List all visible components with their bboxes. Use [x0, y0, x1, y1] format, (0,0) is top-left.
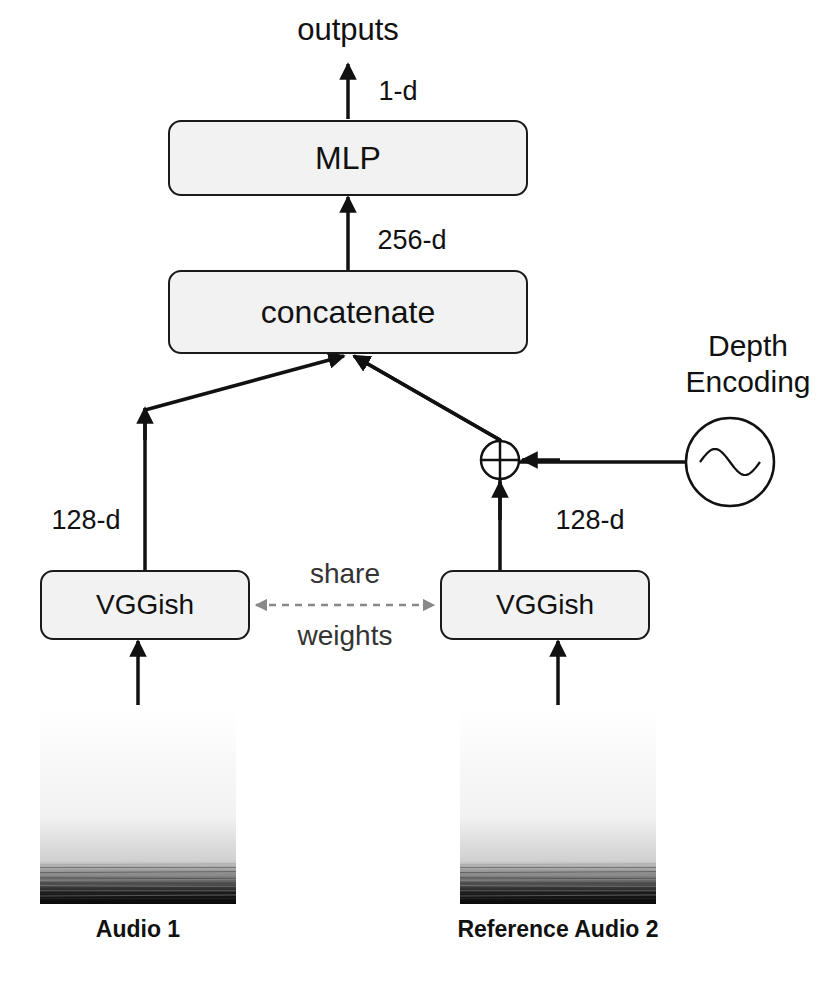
node-text: MLP	[315, 140, 381, 177]
encoding-circle-outline	[686, 418, 774, 506]
spectrogram: Audio 1	[40, 708, 236, 978]
bend-arrow	[143, 408, 147, 440]
sum-symbol	[481, 441, 519, 479]
spectrogram-ground	[460, 708, 656, 904]
spectrogram-texture	[40, 895, 236, 896]
arrow-connector	[354, 356, 686, 462]
spectrogram-texture	[460, 875, 656, 876]
spectrogram-image	[460, 708, 656, 904]
arrow-connector	[136, 641, 140, 705]
process-box: MLP	[168, 120, 528, 196]
spectrogram-texture	[460, 887, 656, 888]
input-caption: Reference Audio 2	[450, 914, 666, 944]
spectrogram-texture	[40, 872, 236, 873]
encoding-circle: Depth Encoding	[672, 328, 824, 512]
spectrogram-texture	[40, 878, 236, 879]
spectrogram-texture	[40, 864, 236, 865]
spectrogram-texture	[460, 867, 656, 868]
spectrogram-texture	[460, 893, 656, 894]
spectrogram-texture	[40, 886, 236, 887]
spectrogram-texture	[40, 875, 236, 876]
spectrogram-texture	[40, 883, 236, 884]
encoder-box: VGGish	[440, 570, 650, 640]
spectrogram-texture	[40, 867, 236, 868]
spectrogram-texture	[40, 879, 236, 880]
spectrogram-texture	[460, 898, 656, 899]
node-text: Depth Encoding	[672, 328, 824, 400]
encoding-symbol	[683, 415, 777, 509]
dimension-label: 256-d	[377, 225, 446, 256]
spectrogram-texture	[460, 895, 656, 896]
sum-symbol	[499, 441, 502, 479]
spectrogram-texture	[460, 886, 656, 887]
spectrogram-texture	[40, 898, 236, 899]
dimension-label: 128-d	[51, 505, 120, 536]
spectrogram-texture	[460, 890, 656, 891]
spectrogram-image	[40, 708, 236, 904]
spectrogram-texture	[40, 890, 236, 891]
node-text: concatenate	[261, 294, 435, 331]
spectrogram-texture	[460, 878, 656, 879]
dimension-label: 1-d	[378, 76, 417, 107]
output-arrow	[346, 64, 350, 119]
spectrogram-texture	[460, 879, 656, 880]
arrow-connector	[346, 197, 350, 270]
node-text: VGGish	[496, 589, 594, 621]
arrow-connector	[354, 356, 500, 570]
dimension-label: 128-d	[555, 505, 624, 536]
input-caption: Audio 1	[30, 914, 246, 944]
arrow-connector	[145, 356, 344, 570]
spectrogram-texture	[460, 870, 656, 871]
sum-arrow	[522, 458, 560, 462]
node-text: VGGish	[96, 589, 194, 621]
spectrogram-texture	[40, 887, 236, 888]
encoder-box: VGGish	[40, 570, 250, 640]
sum-arrow	[498, 482, 502, 520]
sine-wave	[700, 449, 760, 475]
edge-label: share weights	[280, 543, 410, 667]
spectrogram-ground	[40, 708, 236, 904]
spectrogram-texture	[460, 864, 656, 865]
spectrogram-texture	[40, 870, 236, 871]
process-box: concatenate	[168, 270, 528, 354]
spectrogram: Reference Audio 2	[460, 708, 656, 978]
arrow-connector	[556, 641, 560, 705]
shared-weights-link	[256, 604, 434, 607]
dimension-label: outputs	[297, 12, 399, 48]
spectrogram-texture	[40, 893, 236, 894]
spectrogram-texture	[460, 872, 656, 873]
spectrogram-texture	[460, 883, 656, 884]
